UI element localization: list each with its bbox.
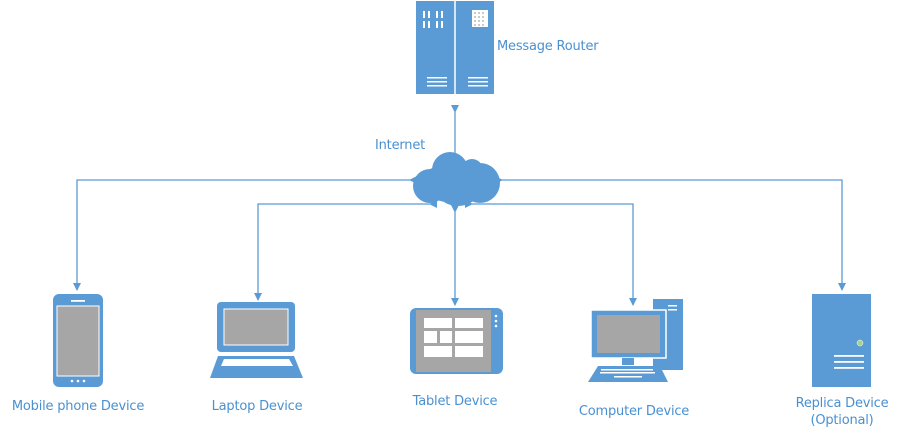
connector-internet-replica xyxy=(495,176,846,291)
server-rack-icon xyxy=(416,1,494,94)
connector-internet-mobile xyxy=(73,176,417,291)
connector-internet-laptop xyxy=(254,200,437,301)
cloud-icon xyxy=(413,152,500,206)
tablet-icon xyxy=(410,308,503,374)
mobile-label: Mobile phone Device xyxy=(11,399,145,414)
router-label: Message Router xyxy=(497,39,599,54)
internet-label: Internet xyxy=(375,138,426,153)
replica-label-line2: (Optional) xyxy=(810,413,874,428)
desktop-computer-icon xyxy=(588,299,683,382)
replica-label-line1: Replica Device xyxy=(795,396,889,411)
tablet-label: Tablet Device xyxy=(412,394,498,409)
mobile-phone-icon xyxy=(53,294,103,387)
replica-label: Replica Device (Optional) xyxy=(796,395,889,429)
laptop-label: Laptop Device xyxy=(211,399,303,414)
laptop-icon xyxy=(210,302,303,378)
server-tower-icon xyxy=(812,294,871,387)
computer-label: Computer Device xyxy=(578,404,690,419)
connector-internet-computer xyxy=(465,200,637,306)
connectors xyxy=(73,105,846,306)
